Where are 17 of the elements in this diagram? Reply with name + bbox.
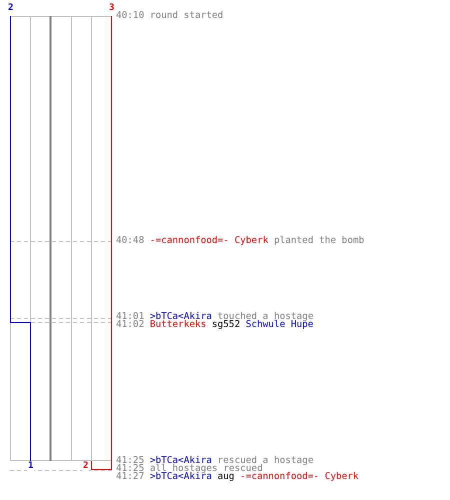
timestamp: 41:02 xyxy=(116,319,144,330)
event-text: planted the bomb xyxy=(274,235,364,246)
weapon-name: sg552 xyxy=(212,319,240,330)
player-name: >bTCa<Akira xyxy=(150,471,212,482)
timestamp: 40:48 xyxy=(116,235,144,246)
timestamp: 40:10 xyxy=(116,10,144,21)
player-name: -=cannonfood=- Cyberk xyxy=(240,471,359,482)
timestamp: 41:27 xyxy=(116,471,144,482)
player-name: Butterkeks xyxy=(150,319,206,330)
weapon-name: aug xyxy=(218,471,234,482)
player-count: 1 xyxy=(27,462,34,471)
event-text: round started xyxy=(150,10,224,21)
player-count: 2 xyxy=(82,462,90,471)
player-count: 3 xyxy=(108,4,116,13)
player-name: -=cannonfood=- Cyberk xyxy=(150,235,268,246)
player-count: 2 xyxy=(7,4,14,13)
player-name: Schwule Hupe xyxy=(246,319,314,330)
